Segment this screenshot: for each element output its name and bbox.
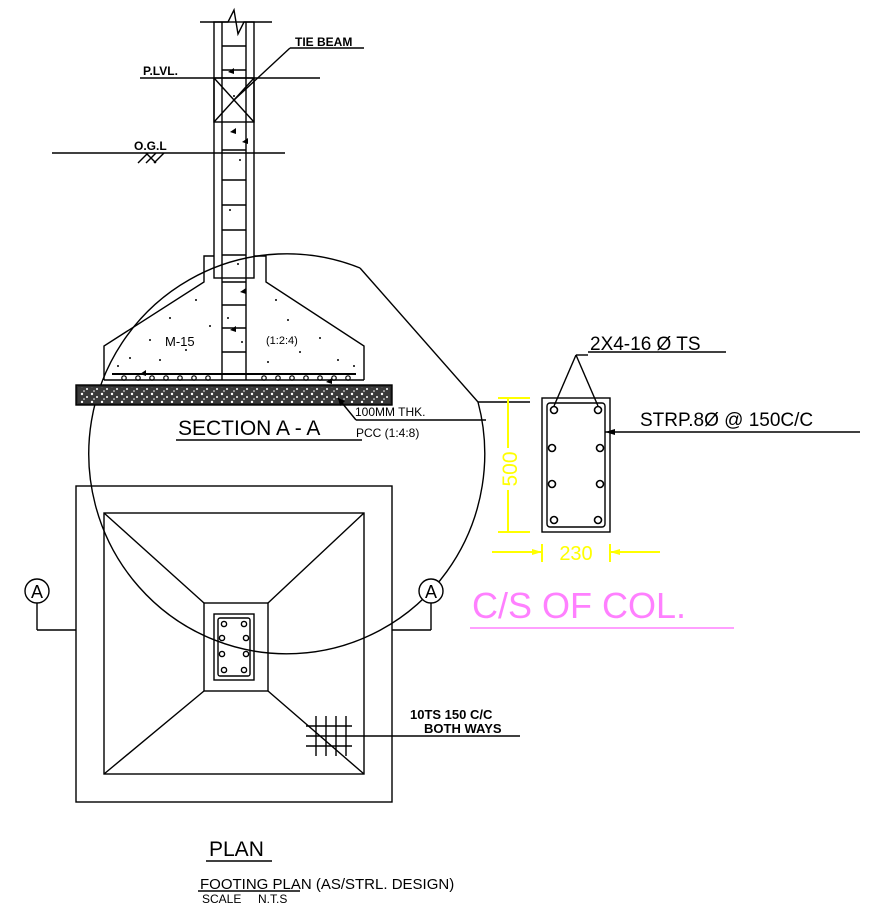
- tie-beam-label: TIE BEAM: [295, 35, 352, 49]
- mesh-label-line1: 10TS 150 C/C: [410, 707, 493, 722]
- column-bars: [547, 405, 605, 525]
- mesh-label-line2: BOTH WAYS: [424, 721, 502, 736]
- section-marker-right-label: A: [425, 582, 437, 602]
- column-outline: [541, 397, 611, 533]
- section-a-a: TIE BEAM P.LVL. O.G.L: [52, 7, 530, 655]
- plan-column: [213, 613, 255, 681]
- depth-value: 500: [499, 451, 522, 486]
- stirrup-outline: [546, 402, 606, 528]
- column-stem: [213, 21, 255, 279]
- plinth-level-label: P.LVL.: [143, 64, 178, 78]
- plan-slope-outline: [103, 512, 365, 775]
- section-title: SECTION A - A: [178, 417, 320, 440]
- width-dimension: [492, 544, 660, 562]
- pcc-mix-label: PCC (1:4:8): [356, 426, 419, 440]
- detail-callout-outline: [88, 253, 486, 655]
- ogl-label: O.G.L: [134, 139, 167, 153]
- width-value: 230: [559, 543, 592, 565]
- plan-column-bars: [218, 620, 250, 674]
- scale-value: N.T.S: [258, 892, 287, 906]
- section-marker-left-label: A: [31, 582, 43, 602]
- footing-outline: [103, 255, 365, 380]
- column-ties: [222, 45, 246, 353]
- concrete-grade-label: M-15: [165, 334, 195, 349]
- section-marker-left: A: [24, 578, 76, 631]
- mesh-icon: [306, 716, 352, 756]
- plan-pedestal: [203, 602, 269, 692]
- footer-title: FOOTING PLAN (AS/STRL. DESIGN): [200, 876, 454, 893]
- depth-dimension: [498, 397, 530, 533]
- footing-plan: A A 10TS 150 C/C BOTH WAYS PLAN: [24, 485, 520, 862]
- rebar-dots: [121, 375, 351, 381]
- stirrup-label: STRP.8Ø @ 150C/C: [640, 410, 813, 431]
- plan-title: PLAN: [209, 838, 264, 861]
- main-bars-label: 2X4-16 Ø TS: [590, 334, 701, 355]
- pcc-thickness-label: 100MM THK.: [355, 405, 425, 419]
- ground-hatch-icon: [137, 152, 165, 164]
- scale-label: SCALE: [202, 892, 241, 906]
- section-marker-right: A: [392, 578, 444, 631]
- pcc-bed: [75, 384, 393, 406]
- drawing-footer: FOOTING PLAN (AS/STRL. DESIGN) SCALE N.T…: [198, 876, 454, 906]
- concrete-hatch: [117, 68, 355, 384]
- plan-outer-outline: [75, 485, 393, 803]
- column-cross-section: 2X4-16 Ø TS STRP.8Ø @ 150C/C 500 230 C/S…: [470, 334, 860, 629]
- column-section-title: C/S OF COL.: [472, 585, 686, 626]
- mix-ratio-label: (1:2:4): [266, 335, 298, 347]
